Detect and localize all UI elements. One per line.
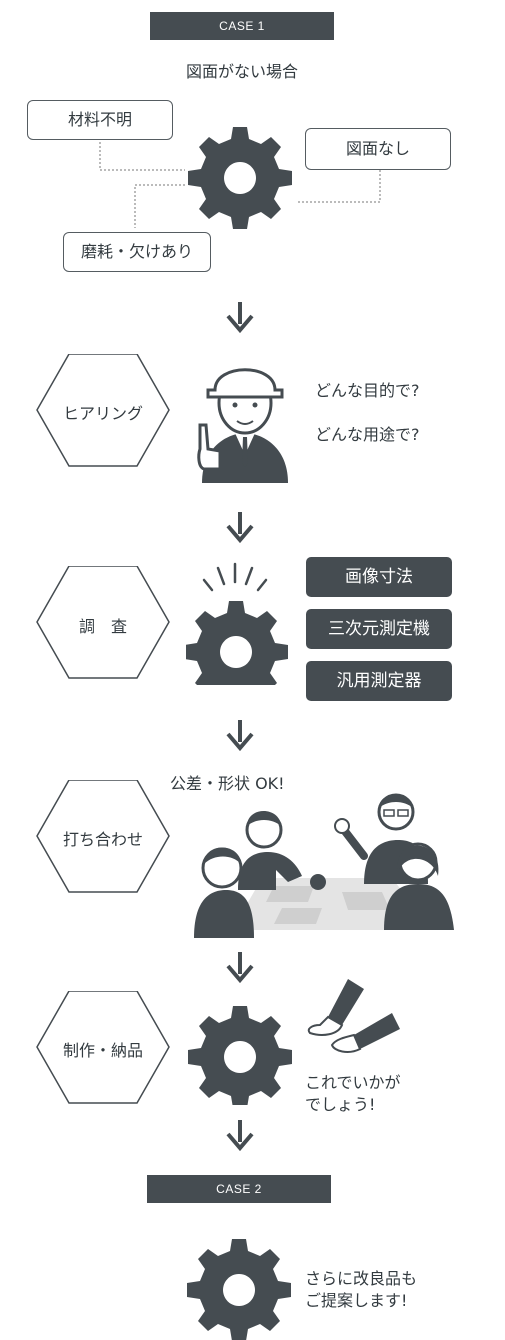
problem-connectors (99, 127, 381, 229)
arrow-down-icon (226, 1118, 254, 1150)
gear-icon (188, 127, 292, 229)
hearing-question-usage: どんな用途で? (315, 425, 420, 444)
problem-material-unknown: 材料不明 (27, 100, 173, 140)
delivery-note-line1: これでいかが (305, 1073, 401, 1092)
step-meeting-label: 打ち合わせ (62, 830, 143, 849)
handover-hands-icon (307, 979, 400, 1053)
case1-banner: CASE 1 (150, 12, 334, 40)
problem-wear-chip: 磨耗・欠けあり (63, 232, 211, 272)
meeting-illustration (194, 793, 454, 938)
method-cmm: 三次元測定機 (306, 609, 452, 649)
gear-icon (188, 1006, 292, 1105)
meeting-caption: 公差・形状 OK! (170, 774, 285, 793)
gear-sparkle-icon (186, 562, 288, 685)
problem-no-drawing: 図面なし (305, 128, 451, 170)
arrow-down-icon (226, 718, 254, 750)
gear-icon (187, 1239, 291, 1340)
hearing-question-purpose: どんな目的で? (315, 381, 420, 400)
arrow-down-icon (226, 510, 254, 542)
worker-illustration (197, 368, 288, 483)
improvement-proposal: さらに改良品も ご提案します! (305, 1268, 417, 1312)
case1-title: 図面がない場合 (185, 62, 298, 81)
method-general-instruments: 汎用測定器 (306, 661, 452, 701)
case2-banner: CASE 2 (147, 1175, 331, 1203)
step-hearing-label: ヒアリング (62, 404, 143, 423)
improvement-proposal-line2: ご提案します! (305, 1291, 408, 1310)
arrow-down-icon (226, 950, 254, 982)
step-investigation-label: 調 査 (78, 617, 127, 636)
improvement-proposal-line1: さらに改良品も (305, 1269, 418, 1288)
arrow-down-icon (226, 300, 254, 332)
delivery-note-line2: でしょう! (305, 1095, 376, 1114)
method-image-measurement: 画像寸法 (306, 557, 452, 597)
delivery-note: これでいかが でしょう! (305, 1072, 401, 1116)
step-production-label: 制作・納品 (62, 1041, 143, 1060)
